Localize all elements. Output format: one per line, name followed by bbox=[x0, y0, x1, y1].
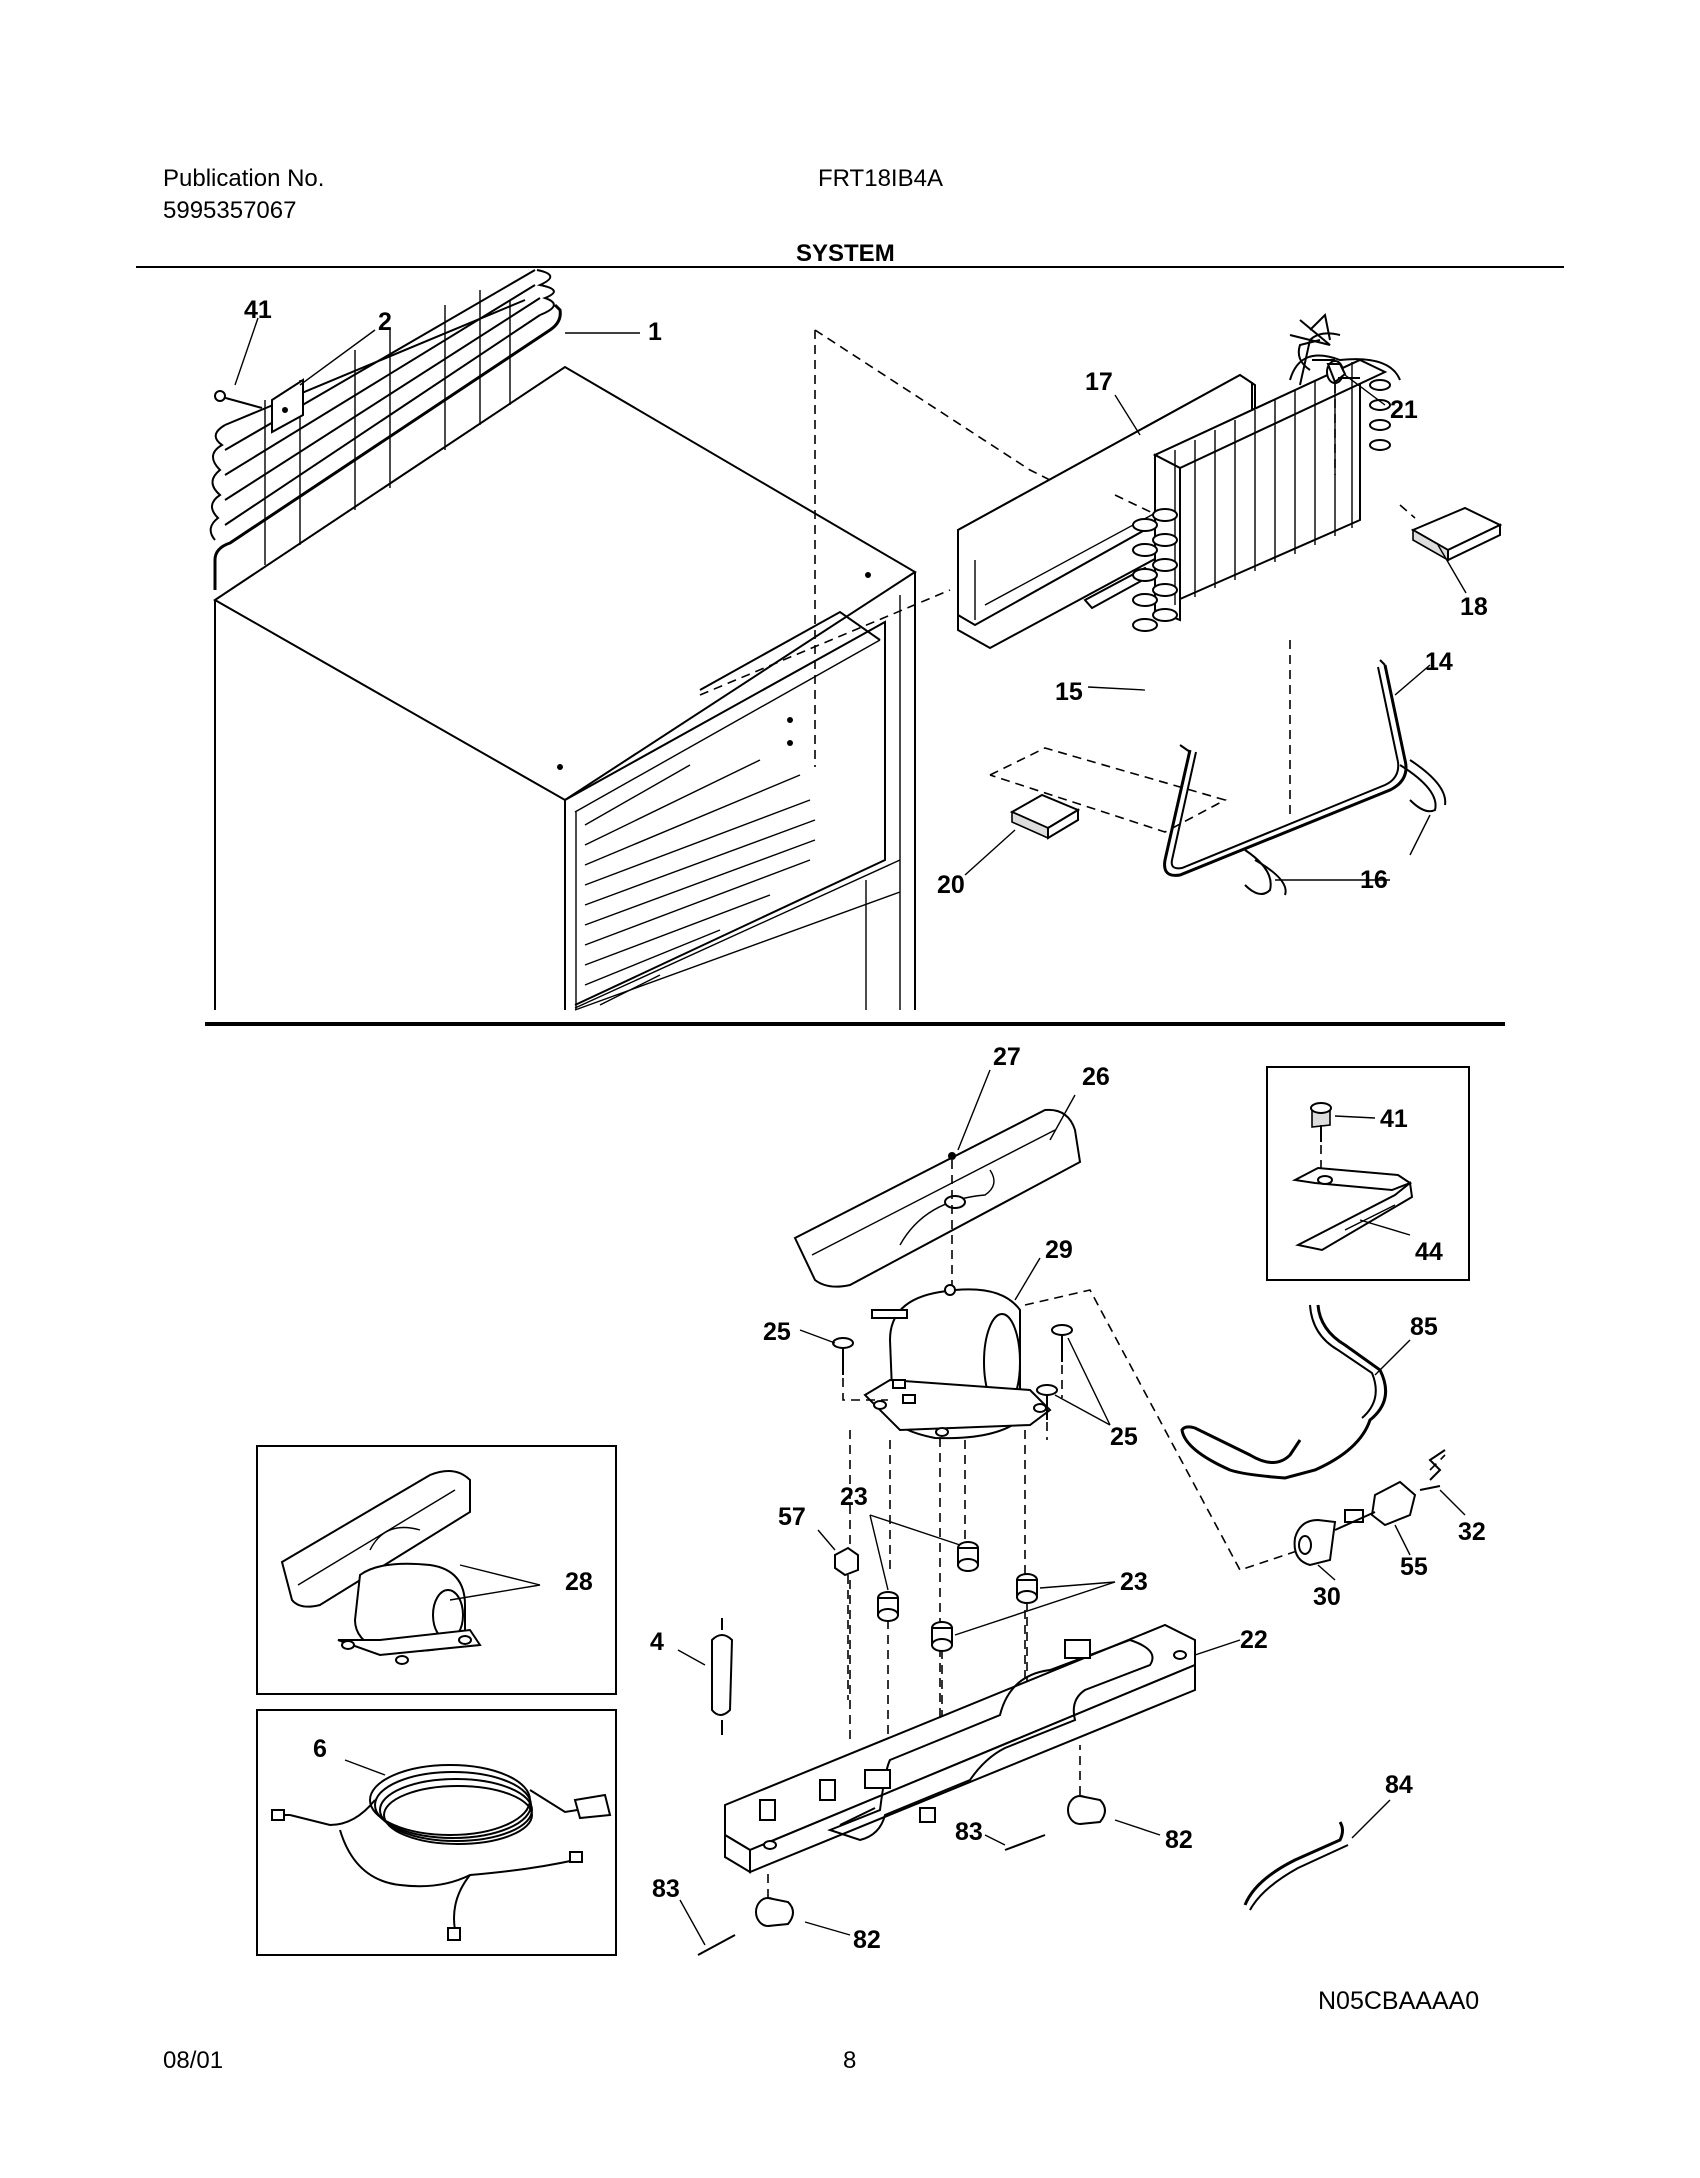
heater-clips bbox=[1244, 759, 1447, 896]
callout-16: 16 bbox=[1360, 866, 1388, 894]
evaporator-fins bbox=[1132, 332, 1401, 632]
callout-32: 32 bbox=[1458, 1518, 1486, 1546]
drain-pad bbox=[1009, 793, 1081, 840]
top-leader-lines bbox=[234, 317, 1467, 881]
callout-41b: 41 bbox=[1380, 1105, 1408, 1133]
grommets bbox=[869, 1514, 1116, 1652]
footer-diagram-code: N05CBAAAA0 bbox=[1318, 1987, 1480, 2015]
callout-20: 20 bbox=[937, 871, 965, 899]
filter-drier bbox=[677, 1618, 734, 1735]
callout-30: 30 bbox=[1313, 1583, 1341, 1611]
section-title: SYSTEM bbox=[796, 240, 895, 267]
insulation-block bbox=[1410, 506, 1503, 562]
bracket-inset bbox=[1266, 1066, 1470, 1281]
callout-18: 18 bbox=[1460, 593, 1488, 621]
condenser-coil bbox=[209, 269, 562, 590]
callout-55: 55 bbox=[1400, 1553, 1428, 1581]
drain-pan bbox=[793, 1094, 1082, 1288]
callout-15: 15 bbox=[1055, 678, 1083, 706]
callout-23b: 23 bbox=[1120, 1568, 1148, 1596]
rollers-and-screws bbox=[679, 1745, 1161, 1956]
callout-2: 2 bbox=[378, 308, 392, 336]
compressor-base bbox=[724, 1623, 1241, 1874]
top-callouts: 1 2 41 14 15 16 17 18 20 21 bbox=[244, 296, 1488, 899]
callout-44: 44 bbox=[1415, 1238, 1443, 1266]
wire-clip bbox=[817, 1529, 859, 1577]
callout-83a: 83 bbox=[955, 1818, 983, 1846]
compressor bbox=[863, 1257, 1052, 1440]
callout-41: 41 bbox=[244, 296, 272, 324]
wiring-inset bbox=[256, 1709, 617, 1956]
cap-tube-sensor bbox=[1289, 312, 1360, 384]
discharge-tube bbox=[1180, 1304, 1411, 1480]
callout-21: 21 bbox=[1390, 396, 1418, 424]
callout-28: 28 bbox=[565, 1568, 593, 1596]
condenser-bracket bbox=[214, 378, 304, 434]
footer-date: 08/01 bbox=[163, 2047, 224, 2074]
callout-57: 57 bbox=[778, 1503, 806, 1531]
evaporator-fin-lines bbox=[1174, 362, 1353, 605]
publication-label: Publication No. bbox=[163, 165, 325, 192]
drain-tube bbox=[1243, 1799, 1391, 1911]
callout-82b: 82 bbox=[853, 1926, 881, 1954]
evaporator-tube-ends bbox=[1132, 379, 1391, 632]
callout-25a: 25 bbox=[763, 1318, 791, 1346]
callout-6: 6 bbox=[313, 1735, 327, 1763]
callout-85: 85 bbox=[1410, 1313, 1438, 1341]
section-divider bbox=[205, 1022, 1505, 1026]
callout-27: 27 bbox=[993, 1043, 1021, 1071]
header-rule bbox=[136, 266, 1564, 268]
callout-29: 29 bbox=[1045, 1236, 1073, 1264]
callout-26: 26 bbox=[1082, 1063, 1110, 1091]
callout-14: 14 bbox=[1425, 648, 1453, 676]
freezer-shelf-grille bbox=[584, 759, 816, 1006]
callout-25b: 25 bbox=[1110, 1423, 1138, 1451]
callout-17: 17 bbox=[1085, 368, 1113, 396]
callout-23a: 23 bbox=[840, 1483, 868, 1511]
footer-page-number: 8 bbox=[843, 2047, 857, 2074]
callout-83b: 83 bbox=[652, 1875, 680, 1903]
callout-1: 1 bbox=[648, 318, 662, 346]
callout-22: 22 bbox=[1240, 1626, 1268, 1654]
start-relay bbox=[1293, 1449, 1466, 1581]
bottom-callouts: 4 6 22 23 23 25 25 26 27 28 29 30 32 41 … bbox=[313, 1043, 1486, 1954]
compressor-tray-inset bbox=[256, 1445, 617, 1695]
cabinet-drawing bbox=[213, 365, 917, 1011]
callout-84: 84 bbox=[1385, 1771, 1413, 1799]
defrost-heater bbox=[1163, 659, 1408, 877]
callout-82a: 82 bbox=[1165, 1826, 1193, 1854]
callout-4: 4 bbox=[650, 1628, 664, 1656]
publication-number: 5995357067 bbox=[163, 197, 297, 224]
model-number: FRT18IB4A bbox=[818, 165, 943, 192]
mounting-screws bbox=[799, 1324, 1111, 1426]
